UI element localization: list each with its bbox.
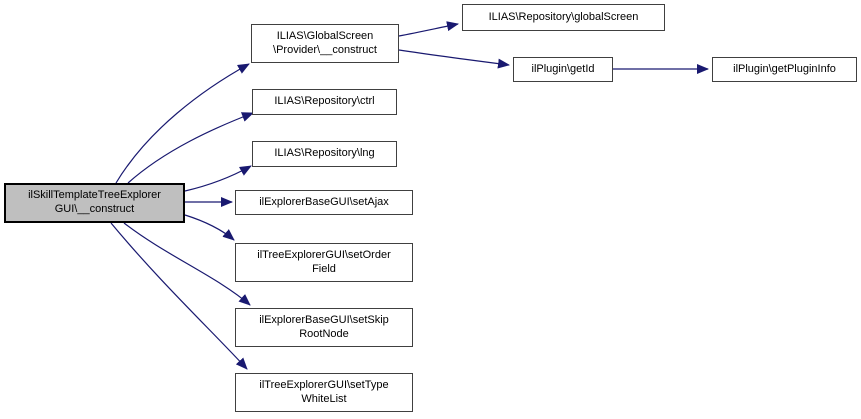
edge-main-to-provider [115, 63, 250, 184]
node-repository-globalscreen[interactable]: ILIAS\Repository\globalScreen [462, 4, 665, 31]
edge-main-to-lng [184, 165, 252, 192]
edge-provider-to-globalscreen [398, 21, 459, 37]
node-iltreeexplorergui-setorderfield[interactable]: ilTreeExplorerGUI\setOrder Field [235, 243, 413, 282]
node-ilskilltemplatetreeexplorergui-construct: ilSkillTemplateTreeExplorer GUI\__constr… [4, 183, 185, 223]
node-ilplugin-getplugininfo[interactable]: ilPlugin\getPluginInfo [712, 57, 857, 82]
node-ilexplorerbasegui-setajax[interactable]: ilExplorerBaseGUI\setAjax [235, 190, 413, 215]
edge-main-to-ctrl [127, 112, 254, 184]
node-ilexplorerbasegui-setskiprootnode[interactable]: ilExplorerBaseGUI\setSkip RootNode [235, 308, 413, 347]
edge-provider-to-getid [398, 49, 510, 69]
node-globalscreen-provider-construct[interactable]: ILIAS\GlobalScreen \Provider\__construct [251, 24, 399, 63]
node-repository-ctrl[interactable]: ILIAS\Repository\ctrl [252, 89, 397, 115]
edge-main-to-setskip [123, 222, 251, 306]
node-repository-lng[interactable]: ILIAS\Repository\lng [252, 141, 397, 167]
edge-main-to-settype [110, 222, 248, 370]
node-iltreeexplorergui-settypewhitelist[interactable]: ilTreeExplorerGUI\setType WhiteList [235, 373, 413, 412]
edge-main-to-setorder [184, 214, 235, 241]
node-ilplugin-getid[interactable]: ilPlugin\getId [513, 57, 613, 82]
